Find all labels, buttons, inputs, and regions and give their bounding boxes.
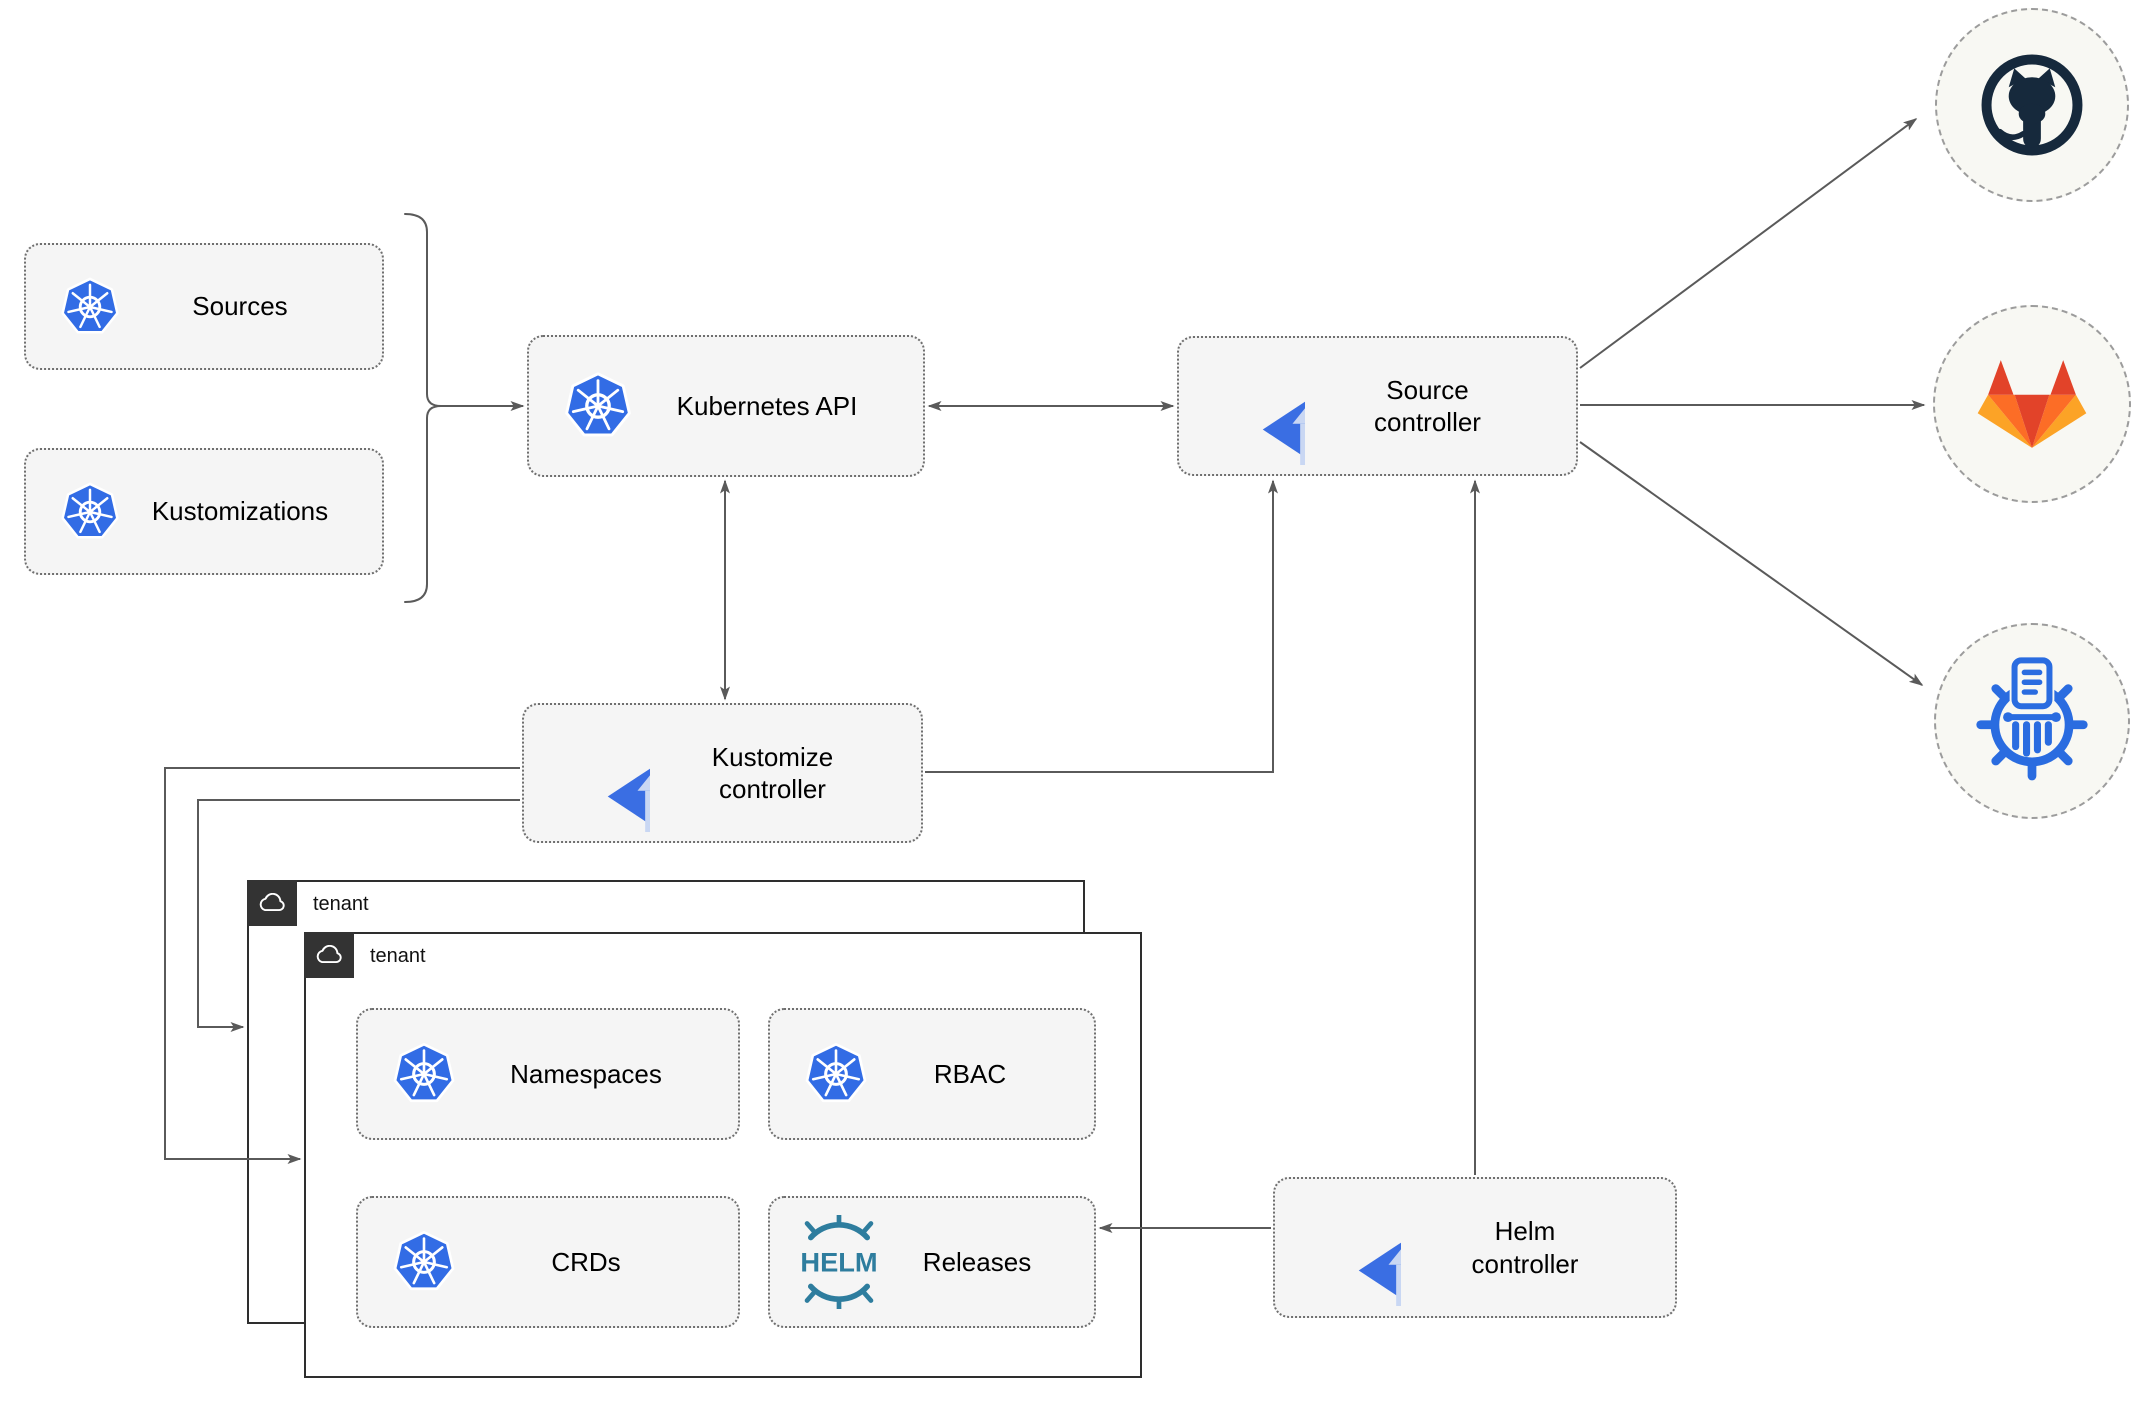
kubernetes-icon [388, 1226, 460, 1298]
external-chartmuseum [1934, 623, 2130, 819]
node-label: Sources [192, 291, 288, 322]
node-sources: Sources [24, 243, 384, 370]
node-kustomizations: Kustomizations [24, 448, 384, 575]
flux-icon [1209, 348, 1305, 465]
kubernetes-icon [800, 1038, 872, 1110]
cloud-icon [314, 945, 344, 966]
external-gitlab [1933, 305, 2131, 503]
edge-source-to-github [1579, 118, 1918, 369]
node-label: Helm controller [1471, 1216, 1579, 1279]
tenant-label: tenant [313, 893, 369, 915]
node-kustomize-controller: Kustomize controller [522, 703, 923, 843]
node-label: CRDs [551, 1246, 621, 1277]
kubernetes-icon [56, 478, 124, 546]
node-label: Kustomizations [151, 496, 329, 527]
node-label: Kubernetes API [676, 390, 858, 421]
helm-icon: HELM [792, 1215, 886, 1309]
edge-kustomize-to-source-controller [925, 479, 1278, 773]
tenant-tab [304, 932, 354, 978]
chartmuseum-icon [1976, 656, 2088, 780]
kubernetes-icon [388, 1038, 460, 1110]
gitlab-icon [1977, 360, 2087, 448]
node-label: Source controller [1374, 374, 1481, 438]
node-label: RBAC [933, 1058, 1007, 1089]
brace-sources-group [404, 213, 442, 603]
kubernetes-icon [559, 367, 637, 445]
node-crds: CRDs [356, 1196, 740, 1328]
tenant-label: tenant [370, 945, 426, 967]
node-releases: HELM Releases [768, 1196, 1096, 1328]
node-source-controller: Source controller [1177, 336, 1578, 476]
node-rbac: RBAC [768, 1008, 1096, 1140]
external-github [1935, 8, 2129, 202]
node-label: Namespaces [510, 1058, 662, 1089]
flux-icon [554, 715, 650, 832]
node-kubernetes-api: Kubernetes API [527, 335, 925, 477]
helm-wordmark: HELM [800, 1246, 877, 1277]
github-icon [1981, 54, 2083, 156]
edge-source-to-chartmuseum [1579, 441, 1924, 686]
node-namespaces: Namespaces [356, 1008, 740, 1140]
node-label: Releases [922, 1246, 1032, 1277]
cloud-icon [257, 893, 287, 914]
node-label: Kustomize controller [711, 741, 834, 805]
node-helm-controller: Helm controller [1273, 1177, 1677, 1318]
kubernetes-icon [56, 273, 124, 341]
tenant-tab [247, 880, 297, 926]
flux-icon [1305, 1189, 1401, 1306]
